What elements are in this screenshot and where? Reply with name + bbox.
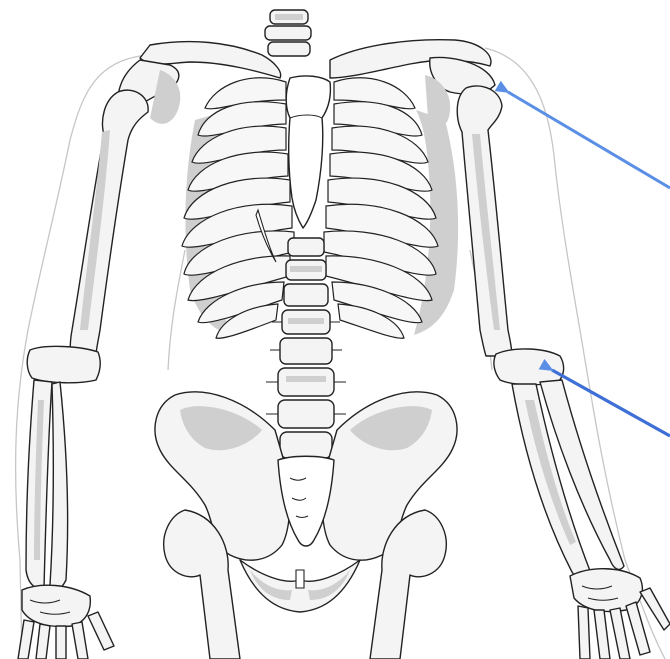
rib-cage-left — [182, 78, 294, 338]
cervical-spine — [265, 10, 311, 56]
left-hand — [18, 585, 114, 659]
right-hand — [570, 569, 670, 659]
left-humerus — [27, 90, 148, 383]
right-humerus — [457, 86, 563, 385]
sternum — [286, 76, 330, 228]
shoulder-joint-arrow — [508, 92, 670, 188]
left-forearm — [26, 380, 68, 590]
